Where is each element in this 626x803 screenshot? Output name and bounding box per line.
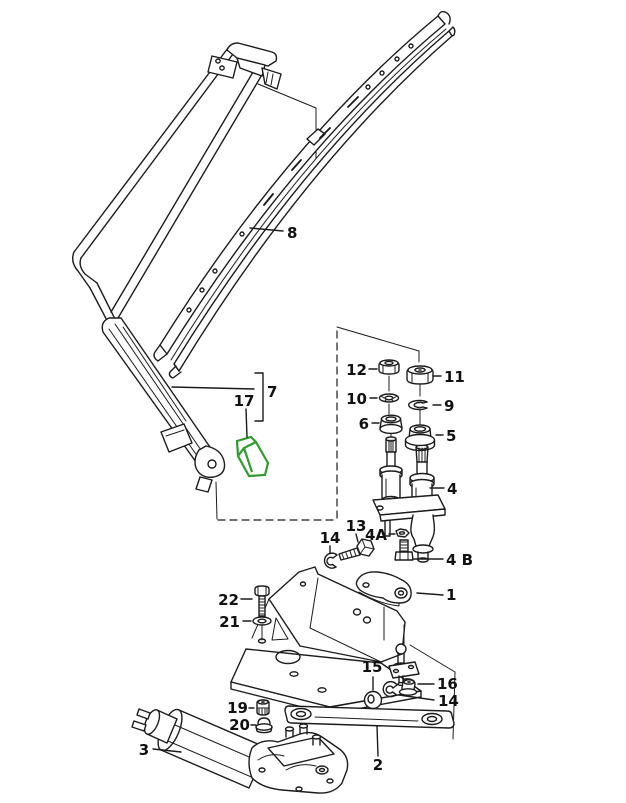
callout-leaders — [152, 227, 445, 757]
part-label-5[interactable]: 5 — [446, 427, 456, 445]
washer-21 — [252, 616, 272, 626]
bushing-5 — [404, 424, 436, 452]
wiper-motor — [131, 708, 349, 794]
lock-washer-14-lower — [382, 680, 398, 698]
part-label-4[interactable]: 4 — [447, 480, 457, 498]
part-label-14-lower[interactable]: 14 — [438, 692, 459, 710]
washer-9 — [408, 399, 428, 411]
nut-4a — [395, 528, 410, 538]
part-label-19[interactable]: 19 — [227, 699, 248, 717]
cap-nut-20 — [255, 717, 273, 734]
lock-washer-14-upper — [323, 552, 338, 569]
part-label-4b[interactable]: 4 B — [446, 551, 473, 569]
part-label-20[interactable]: 20 — [229, 716, 250, 734]
crank-arm — [355, 571, 420, 687]
part-label-12[interactable]: 12 — [346, 361, 367, 379]
cap-6 — [379, 414, 403, 435]
nut-11 — [406, 365, 434, 385]
screw-22 — [254, 585, 270, 617]
part-label-6[interactable]: 6 — [359, 415, 369, 433]
part-label-9[interactable]: 9 — [444, 397, 454, 415]
part-label-1[interactable]: 1 — [446, 586, 456, 604]
arm-cap-17-highlight[interactable] — [235, 435, 270, 478]
linkage-rod — [284, 705, 455, 729]
nut-12 — [378, 359, 400, 375]
part-label-16[interactable]: 16 — [437, 675, 458, 693]
part-label-21[interactable]: 21 — [219, 613, 240, 631]
part-label-15[interactable]: 15 — [362, 658, 383, 676]
part-label-8[interactable]: 8 — [287, 224, 297, 242]
screw-13 — [338, 538, 375, 561]
bearing-assembly-4 — [372, 436, 446, 563]
part-label-14-upper[interactable]: 14 — [320, 529, 341, 547]
part-label-11[interactable]: 11 — [444, 368, 465, 386]
part-label-13[interactable]: 13 — [346, 517, 367, 535]
part-label-17[interactable]: 17 — [234, 392, 255, 410]
part-label-7[interactable]: 7 — [267, 383, 277, 401]
grommet-15 — [363, 690, 383, 710]
callout-labels: 8 7 17 12 11 10 9 6 5 4 13 14 4A 4 B 1 2… — [139, 224, 473, 774]
part-label-22[interactable]: 22 — [218, 591, 239, 609]
nut-16 — [398, 678, 418, 696]
wiper-arm — [71, 42, 282, 493]
wiper-blade — [153, 10, 456, 379]
part-label-10[interactable]: 10 — [346, 390, 367, 408]
part-label-4a[interactable]: 4A — [365, 526, 387, 544]
screw-4b — [394, 539, 414, 561]
part-label-3[interactable]: 3 — [139, 741, 149, 759]
washer-10 — [378, 393, 400, 403]
nut-19 — [256, 699, 270, 716]
part-label-2[interactable]: 2 — [373, 756, 383, 774]
